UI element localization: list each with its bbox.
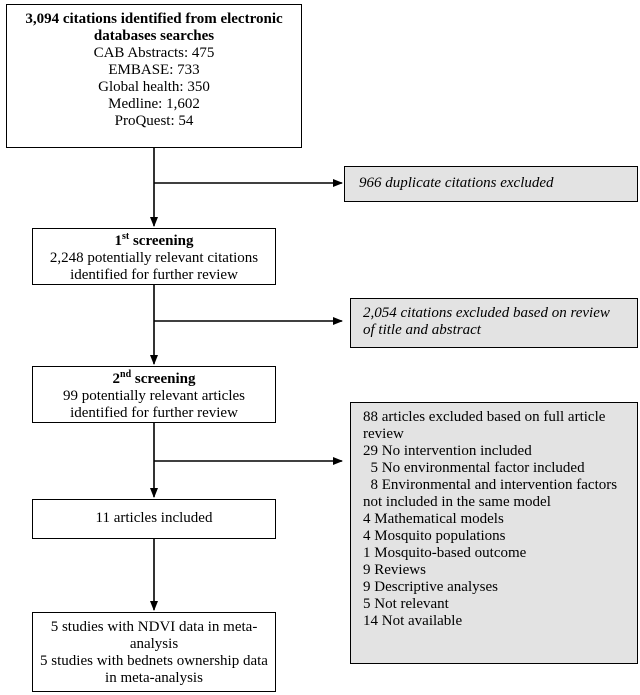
identification-box: 3,094 citations identified from electron…: [6, 4, 302, 148]
screening2-line1: 99 potentially relevant articles: [62, 388, 245, 404]
screening1-line2: identified for further review: [70, 267, 238, 283]
meta-ndvi-line1: 5 studies with NDVI data in meta-: [50, 619, 258, 635]
full-article-excluded-box: 88 articles excluded based on full artic…: [350, 402, 638, 664]
duplicates-excluded-box: 966 duplicate citations excluded: [344, 166, 638, 202]
screening2-label: screening: [131, 371, 196, 387]
source-global-health: Global health: 350: [98, 79, 210, 95]
screening1-line1: 2,248 potentially relevant citations: [49, 250, 259, 266]
screening1-box: 1st screening 2,248 potentially relevant…: [32, 228, 276, 285]
title-abstract-excluded-box: 2,054 citations excluded based on review…: [350, 298, 638, 348]
reason-mosquito-populations: 4 Mosquito populations: [363, 528, 506, 544]
meta-bednets-line1: 5 studies with bednets ownership data: [40, 653, 268, 669]
screening1-number: 1: [114, 233, 122, 249]
screening2-line2: identified for further review: [70, 405, 238, 421]
screening1-label: screening: [129, 233, 194, 249]
title-abstract-excluded-line2: of title and abstract: [363, 322, 481, 338]
reason-mosquito-outcome: 1 Mosquito-based outcome: [363, 545, 527, 561]
screening2-ordinal: nd: [120, 369, 132, 380]
meta-bednets-line2: in meta-analysis: [105, 670, 203, 686]
included-text: 11 articles included: [95, 510, 213, 526]
source-embase: EMBASE: 733: [108, 62, 200, 78]
screening1-heading: 1st screening: [33, 231, 275, 250]
identification-title-line2: databases searches: [93, 28, 215, 44]
reason-not-relevant: 5 Not relevant: [363, 596, 449, 612]
included-box: 11 articles included: [32, 499, 276, 539]
reason-no-intervention: 29 No intervention included: [363, 443, 532, 459]
reason-not-available: 14 Not available: [363, 613, 463, 629]
full-article-excluded-total: 88 articles excluded based on full artic…: [363, 409, 606, 425]
screening2-heading: 2nd screening: [33, 369, 275, 388]
reason-descriptive-analyses: 9 Descriptive analyses: [363, 579, 498, 595]
reason-mathematical-models: 4 Mathematical models: [363, 511, 504, 527]
reason-not-same-model-cont: not included in the same model: [363, 494, 551, 510]
meta-analysis-box: 5 studies with NDVI data in meta- analys…: [32, 612, 276, 692]
meta-ndvi-line2: analysis: [129, 636, 179, 652]
reason-no-environmental-factor: 5 No environmental factor included: [363, 460, 585, 476]
source-proquest: ProQuest: 54: [114, 113, 194, 129]
title-abstract-excluded-line1: 2,054 citations excluded based on review: [363, 305, 610, 321]
duplicates-excluded-text: 966 duplicate citations excluded: [359, 175, 554, 191]
source-cab-abstracts: CAB Abstracts: 475: [93, 45, 215, 61]
screening1-ordinal: st: [121, 231, 130, 242]
full-article-excluded-total-cont: review: [363, 426, 404, 442]
reason-reviews: 9 Reviews: [363, 562, 426, 578]
screening2-box: 2nd screening 99 potentially relevant ar…: [32, 366, 276, 423]
reason-not-same-model: 8 Environmental and intervention factors: [363, 477, 618, 493]
identification-title-line1: 3,094 citations identified from electron…: [25, 11, 283, 27]
screening2-number: 2: [112, 371, 121, 387]
source-medline: Medline: 1,602: [108, 96, 200, 112]
